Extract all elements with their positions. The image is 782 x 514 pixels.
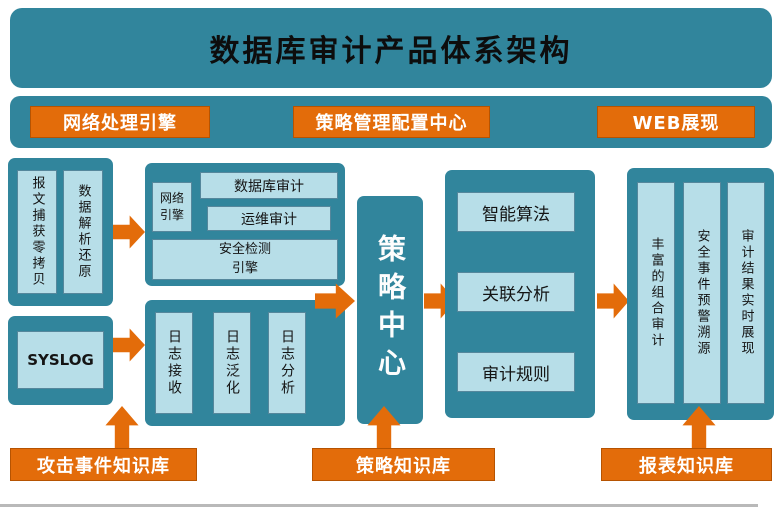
smart-algorithm-box: 智能算法 [457, 192, 575, 232]
arrow-attack-kb-up-icon [105, 406, 139, 448]
policy-kb-label: 策略知识库 [312, 448, 495, 481]
db-audit-box: 数据库审计 [200, 172, 338, 199]
log-analyze-box: 日志分析 [268, 312, 306, 414]
ops-audit-box: 运维审计 [207, 206, 331, 231]
policy-center-box: 策略中心 [357, 196, 423, 424]
page-title: 数据库审计产品体系架构 [209, 34, 573, 69]
packet-capture-box: 报文捕获零拷贝 [17, 170, 57, 294]
combo-audit-box: 丰富的组合审计 [637, 182, 675, 404]
alert-trace-box: 安全事件预警溯源 [683, 182, 721, 404]
correlation-analysis-box: 关联分析 [457, 272, 575, 312]
audit-rules-box: 审计规则 [457, 352, 575, 392]
arrow-capture-to-engine-icon [113, 215, 145, 249]
report-kb-label: 报表知识库 [601, 448, 772, 481]
bottom-divider [0, 504, 758, 507]
web-display-label: WEB展现 [597, 106, 755, 138]
policy-management-config-center-label: 策略管理配置中心 [293, 106, 490, 138]
arrow-syslog-to-log-icon [113, 328, 145, 362]
data-parse-box: 数据解析还原 [63, 170, 103, 294]
security-detect-engine-box: 安全检测 引擎 [152, 239, 338, 280]
attack-event-kb-label: 攻击事件知识库 [10, 448, 197, 481]
realtime-display-box: 审计结果实时展现 [727, 182, 765, 404]
log-receive-box: 日志接收 [155, 312, 193, 414]
arrow-analysis-to-result-icon [597, 283, 629, 319]
title-banner: 数据库审计产品体系架构 [10, 8, 772, 88]
syslog-box: SYSLOG [17, 331, 104, 389]
network-processing-engine-label: 网络处理引擎 [30, 106, 210, 138]
network-engine-box: 网络 引擎 [152, 182, 192, 232]
log-normalize-box: 日志泛化 [213, 312, 251, 414]
